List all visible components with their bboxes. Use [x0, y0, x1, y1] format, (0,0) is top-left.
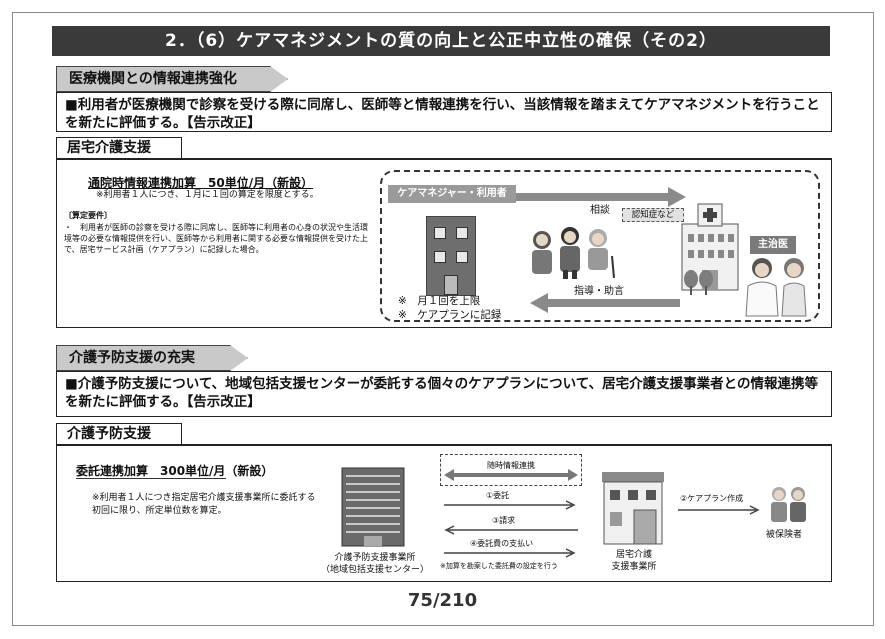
step4-arrow — [444, 548, 576, 558]
section-summary-prevention: ■介護予防支援について、地域包括支援センターが委託する個々のケアプランについて、… — [56, 371, 832, 417]
step4-label: ④委託費の支払い — [470, 539, 534, 548]
addition-note-consign: ※利用者１人につき指定居宅介護支援事業所に委託する初回に限り、所定単位数を算定。 — [92, 493, 316, 516]
subtab-home-care: 居宅介護支援 — [56, 137, 182, 159]
guidance-label: 指導・助言 — [574, 286, 624, 297]
dementia-badge: 認知症など — [622, 208, 684, 222]
info-link-arrow — [444, 469, 578, 481]
addition-title-visit: 通院時情報連携加算 50単位/月（新設） — [88, 176, 314, 190]
panel-prevention-support — [56, 444, 832, 582]
summary-text: ■利用者が医療機関で診察を受ける際に同席し、医師等と情報連携を行い、当該情報を踏… — [65, 97, 820, 131]
doctor-nurse-icon — [745, 258, 807, 317]
section-tab-prevention: 介護予防支援の充実 — [56, 345, 248, 371]
step1-label: ①委託 — [486, 491, 510, 500]
summary-note: 【告示改正】 — [186, 394, 261, 410]
step2-arrow — [678, 505, 760, 515]
requirements-body: ・ 利用者が医師の診察を受ける際に同席し、医師等に利用者の心身の状況や生活環境等… — [64, 223, 368, 254]
cm-user-label: ケアマネジャー・利用者 — [388, 185, 516, 203]
info-link-label: 随時情報連携 — [487, 461, 535, 470]
step1-arrow — [444, 500, 576, 510]
fee-footnote: ※加算を勘案した委託費の設定を行う — [440, 562, 558, 570]
subtab-prevention-support: 介護予防支援 — [56, 423, 182, 445]
addition-note-visit: ※利用者１人につき、１月に１回の算定を限度とする。 — [96, 190, 319, 200]
insured-persons-icon — [771, 487, 806, 522]
requirements-head: 〔算定要件〕 — [64, 211, 112, 220]
center-label-1: 介護予防支援事業所 — [334, 553, 416, 563]
care-office-building-icon — [426, 216, 476, 296]
home-care-office-icon — [602, 472, 664, 545]
step2-label: ②ケアプラン作成 — [680, 494, 744, 503]
consult-label: 相談 — [590, 205, 610, 216]
section-tab-medical: 医療機関との情報連携強化 — [56, 66, 288, 92]
home-care-label-2: 支援事業所 — [611, 562, 657, 572]
title-underline — [76, 478, 226, 479]
consult-arrow — [516, 187, 686, 207]
doctor-label: 主治医 — [750, 236, 796, 254]
step3-label: ③請求 — [492, 516, 516, 525]
info-link-frame — [440, 454, 582, 486]
medical-diagram-frame — [380, 170, 820, 322]
home-care-label-1: 居宅介護 — [615, 550, 652, 560]
page-number: 75/210 — [407, 590, 478, 611]
summary-text: ■介護予防支援について、地域包括支援センターが委託する個々のケアプランについて、… — [65, 376, 818, 410]
insured-label: 被保険者 — [766, 530, 803, 540]
step3-arrow — [444, 525, 578, 535]
guidance-arrow — [530, 293, 680, 313]
limit-note-2: ※ ケアプランに記録 — [398, 309, 502, 321]
page-title: 2．（6）ケアマネジメントの質の向上と公正中立性の確保（その2） — [52, 26, 830, 56]
tree-icon — [684, 270, 713, 295]
summary-note: 【告示改正】 — [186, 115, 261, 131]
addition-title-consign: 委託連携加算 300単位/月（新設） — [76, 464, 274, 478]
patients-family-icon — [532, 227, 615, 279]
limit-note-1: ※ 月１回を上限 — [398, 295, 481, 307]
center-building-icon — [341, 467, 405, 547]
section-summary-medical: ■利用者が医療機関で診察を受ける際に同席し、医師等と情報連携を行い、当該情報を踏… — [56, 92, 832, 132]
center-label-2: （地域包括支援センター） — [320, 565, 429, 575]
